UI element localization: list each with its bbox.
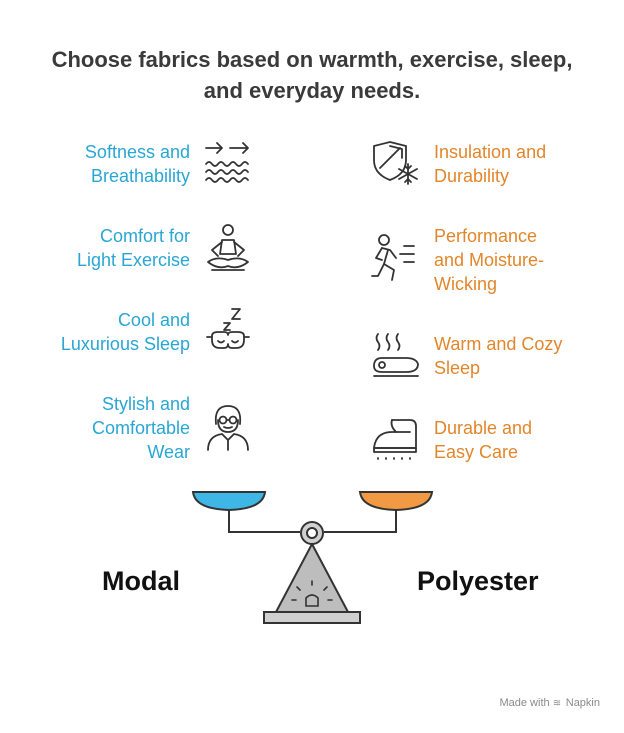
brand-name: Napkin [565, 697, 600, 709]
item-line: Breathability [90, 166, 190, 186]
polyester-item-insulation: Insulation and Durability [434, 140, 546, 188]
item-line: Cool and [117, 310, 190, 330]
item-line: Durable and [434, 418, 533, 438]
scale-indicator-icon [292, 581, 332, 606]
item-line: Luxurious Sleep [60, 334, 190, 354]
title-line-2: and everyday needs. [203, 78, 421, 103]
made-with-text: Made with [499, 697, 550, 709]
footer-credit: Made with ≋ Napkin [499, 697, 600, 709]
item-line: Insulation and [434, 142, 547, 162]
polyester-item-warm-sleep: Warm and Cozy Sleep [434, 332, 562, 380]
item-line: Easy Care [434, 442, 519, 462]
warm-bed-icon [370, 330, 422, 382]
modal-item-stylish: Stylish and Comfortable Wear [92, 392, 190, 464]
modal-item-softness: Softness and Breathability [85, 140, 190, 188]
item-line: Stylish and [101, 394, 190, 414]
modal-pan [193, 492, 265, 510]
pivot-inner [307, 528, 317, 538]
title-line-1: Choose fabrics based on warmth, exercise… [51, 47, 573, 72]
modal-item-sleep: Cool and Luxurious Sleep [61, 308, 190, 356]
item-line: Wear [147, 442, 190, 462]
page-title: Choose fabrics based on warmth, exercise… [0, 44, 624, 106]
air-waves-icon [202, 138, 254, 190]
sleep-mask-icon [202, 306, 254, 358]
left-beam [229, 505, 300, 532]
shield-snowflake-icon [370, 138, 422, 190]
item-line: Softness and [84, 142, 190, 162]
modal-label: Modal [102, 566, 180, 596]
polyester-pan [360, 492, 432, 510]
item-line: Light Exercise [76, 250, 190, 270]
napkin-logo-icon: ≋ [552, 698, 562, 709]
polyester-item-performance: Performance and Moisture- Wicking [434, 224, 544, 296]
item-line: Comfort for [99, 226, 190, 246]
modal-item-comfort: Comfort for Light Exercise [77, 224, 190, 272]
polyester-item-easy-care: Durable and Easy Care [434, 416, 532, 464]
item-line: Wicking [434, 274, 498, 294]
person-glasses-icon [202, 400, 254, 452]
steam-iron-icon [370, 412, 422, 464]
item-line: Sleep [434, 358, 481, 378]
meditation-icon [202, 222, 254, 274]
polyester-label: Polyester [417, 566, 539, 596]
item-line: Durability [434, 166, 510, 186]
item-line: Comfortable [91, 418, 190, 438]
item-line: Warm and Cozy [434, 334, 563, 354]
right-beam [324, 505, 396, 532]
item-line: and Moisture- [434, 250, 545, 270]
running-person-icon [370, 232, 422, 284]
item-line: Performance [434, 226, 538, 246]
scale-base [264, 612, 360, 623]
